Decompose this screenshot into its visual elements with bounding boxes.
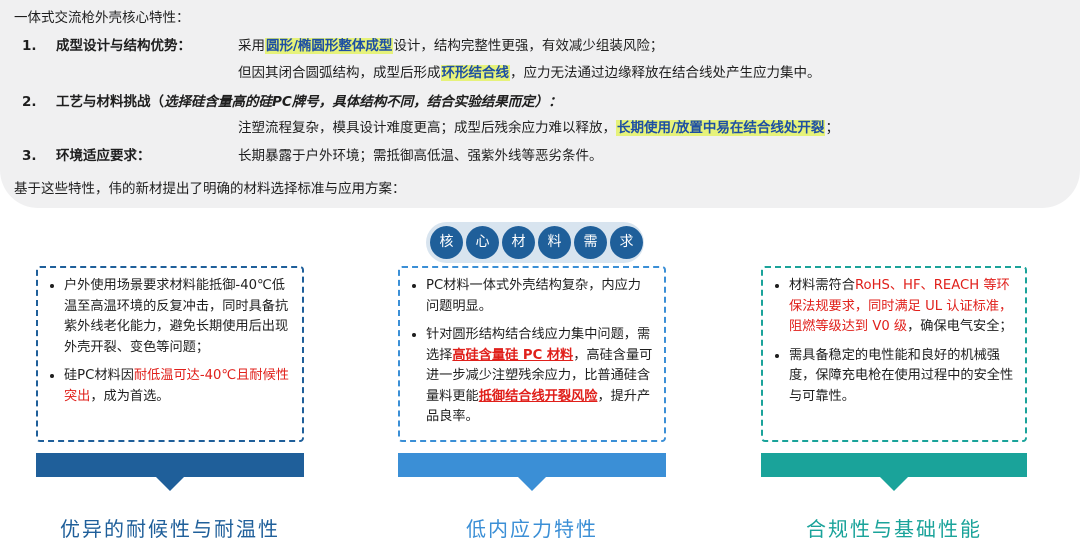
card3-bullet2: 需具备稳定的电性能和良好的机械强度，保障充电枪在使用过程中的安全性与可靠性。: [789, 346, 1015, 408]
item2-note: 选择硅含量高的硅PC牌号，具体结构不同，结合实验结果而定）：: [164, 94, 562, 110]
item2-line1: 注塑流程复杂，模具设计难度更高；成型后残余应力难以释放，长期使用/放置中易在结合…: [238, 120, 839, 136]
badge-char-5: 需: [574, 226, 607, 259]
card1-arrow: [156, 477, 184, 491]
item1-line1: 采用圆形/椭圆形整体成型设计，结构完整性更强，有效减少组装风险；: [238, 38, 664, 54]
highlight-cracking: 长期使用/放置中易在结合线处开裂: [616, 120, 826, 136]
card3-caption: 合规性与基础性能: [806, 517, 982, 541]
card1-caption: 优异的耐候性与耐温性: [60, 517, 280, 541]
item1-line2: 但因其闭合圆弧结构，成型后形成环形结合线，应力无法通过边缘释放在结合线处产生应力…: [238, 65, 821, 81]
item1-title: 成型设计与结构优势：: [56, 38, 191, 54]
card-low-stress: PC材料一体式外壳结构复杂，内应力问题明显。 针对圆形结构结合线应力集中问题，需…: [398, 266, 666, 442]
card2-bar: [398, 453, 666, 477]
badge-char-2: 心: [466, 226, 499, 259]
card1-bullet1: 户外使用场景要求材料能抵御-40℃低温至高温环境的反复冲击，同时具备抗紫外线老化…: [64, 276, 292, 358]
card3-bar: [761, 453, 1027, 477]
intro-heading: 一体式交流枪外壳核心特性：: [14, 10, 190, 26]
card3-bullet1: 材料需符合RoHS、HF、REACH 等环保法规要求，同时满足 UL 认证标准，…: [789, 276, 1015, 338]
card2-caption: 低内应力特性: [466, 517, 598, 541]
badge-char-6: 求: [610, 226, 643, 259]
highlight-weld-line: 环形结合线: [440, 65, 510, 81]
badge-char-3: 材: [502, 226, 535, 259]
card2-arrow: [518, 477, 546, 491]
card1-bullet2: 硅PC材料因耐低温可达-40℃且耐候性突出，成为首选。: [64, 366, 292, 407]
highlight-molding: 圆形/椭圆形整体成型: [265, 38, 394, 54]
item2-number: 2.: [22, 94, 37, 110]
item1-number: 1.: [22, 38, 37, 54]
item3-title: 环境适应要求：: [56, 148, 151, 164]
card-compliance: 材料需符合RoHS、HF、REACH 等环保法规要求，同时满足 UL 认证标准，…: [761, 266, 1027, 442]
card2-bullet1: PC材料一体式外壳结构复杂，内应力问题明显。: [426, 276, 654, 317]
intro-closing: 基于这些特性，伟的新材提出了明确的材料选择标准与应用方案：: [14, 181, 406, 197]
badge-char-4: 料: [538, 226, 571, 259]
intro-panel: [0, 0, 1080, 208]
item3-number: 3.: [22, 148, 37, 164]
badge-char-1: 核: [430, 226, 463, 259]
item3-text: 长期暴露于户外环境；需抵御高低温、强紫外线等恶劣条件。: [238, 148, 603, 164]
card-weather-resistance: 户外使用场景要求材料能抵御-40℃低温至高温环境的反复冲击，同时具备抗紫外线老化…: [36, 266, 304, 442]
card1-bar: [36, 453, 304, 477]
card3-arrow: [880, 477, 908, 491]
card2-bullet2: 针对圆形结构结合线应力集中问题，需选择高硅含量硅 PC 材料，高硅含量可进一步减…: [426, 325, 654, 428]
item2-title: 工艺与材料挑战（选择硅含量高的硅PC牌号，具体结构不同，结合实验结果而定）：: [56, 94, 562, 110]
